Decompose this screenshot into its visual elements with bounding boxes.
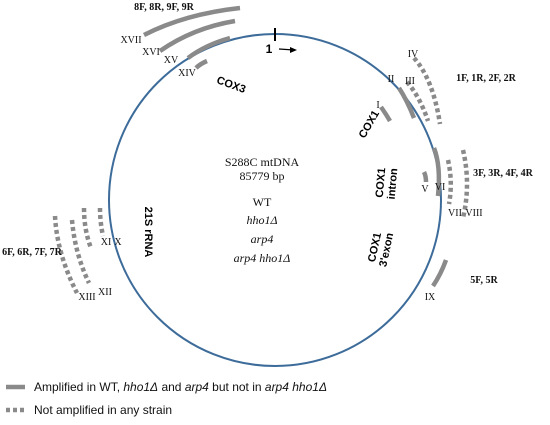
legend-dotted-text: Not amplified in any strain (34, 403, 172, 417)
amplicon-label-xvii: XVII (120, 35, 141, 46)
amplicon-arc-xvii (142, 5, 241, 38)
gene-21s-rrna: 21S rRNA (142, 207, 154, 258)
primer-labels: 8F, 8R, 9F, 9R 1F, 1R, 2F, 2R 3F, 3R, 4F… (2, 2, 534, 286)
gene-cox1-intron: COX1 intron (374, 167, 401, 200)
origin-label: 1 (266, 42, 273, 56)
amplicon-arc-vi (431, 147, 442, 197)
primer-group-right-upper: 1F, 1R, 2F, 2R (456, 73, 517, 84)
amplicon-label-ix: IX (425, 292, 436, 303)
amplicon-arc-xv (186, 35, 231, 60)
legend-solid-strain-2: arp4 (185, 380, 209, 394)
direction-arrow (278, 47, 297, 53)
amplicon-arc-xvi (158, 18, 236, 53)
amplicon-arc-i (379, 105, 392, 123)
amplicon-arc-vii (445, 159, 453, 205)
amplicon-arc-xiii (52, 215, 80, 295)
amplicon-label-iii: III (405, 76, 415, 87)
amplicon-arc-ii (397, 86, 417, 119)
plasmid-name: S288C mtDNA (225, 155, 300, 169)
strain-wt: WT (253, 195, 272, 209)
amplicon-arc-xi (81, 207, 94, 249)
primer-group-right-middle: 3F, 3R, 4F, 4R (473, 168, 534, 179)
amplicon-arc-xiv (194, 58, 208, 70)
primer-group-left: 6F, 6R, 7F, 7R (2, 247, 63, 258)
legend-solid-text: Amplified in WT, hho1Δ and arp4 but not … (34, 380, 327, 394)
gene-cox1-3exon: COX1 3'exon (366, 231, 396, 267)
amplicon-label-ii: II (388, 74, 395, 85)
amplicon-labels: I II III IV V VI VII VIII IX X XI XII XI… (78, 35, 482, 303)
strain-hho1: hho1Δ (246, 213, 277, 227)
legend-solid-strain-3: arp4 hho1Δ (265, 380, 327, 394)
amplicon-arcs (52, 5, 470, 295)
amplicon-label-vi: VI (435, 182, 446, 193)
center-info: S288C mtDNA 85779 bp WT hho1Δ arp4 arp4 … (225, 155, 300, 265)
amplicon-label-xvi: XVI (142, 47, 160, 58)
amplicon-arc-x (97, 207, 106, 237)
amplicon-arc-ix (431, 259, 449, 288)
amplicon-label-xv: XV (164, 55, 179, 66)
amplicon-arc-v (421, 170, 429, 183)
amplicon-arc-iii (405, 80, 431, 122)
amplicon-label-iv: IV (408, 49, 419, 60)
plasmid-size: 85779 bp (240, 169, 285, 183)
gene-cox3: COX3 (215, 74, 247, 96)
amplicon-label-viii: VIII (465, 208, 482, 219)
amplicon-label-v: V (421, 184, 429, 195)
amplicon-label-xii: XII (98, 287, 112, 298)
legend-solid-suffix: but not in (209, 380, 265, 394)
legend: Amplified in WT, hho1Δ and arp4 but not … (6, 380, 327, 417)
gene-cox1: COX1 (357, 109, 382, 141)
amplicon-label-i: I (376, 100, 379, 111)
legend-solid-mid: and (158, 380, 185, 394)
amplicon-label-xiv: XIV (178, 68, 197, 79)
strain-arp4: arp4 (251, 232, 274, 246)
legend-solid-prefix: Amplified in WT, (34, 380, 123, 394)
legend-solid-strain-1: hho1Δ (123, 380, 158, 394)
strain-arp4-hho1: arp4 hho1Δ (234, 251, 291, 265)
primer-group-top: 8F, 8R, 9F, 9R (134, 2, 195, 13)
amplicon-label-vii: VII (448, 208, 462, 219)
primer-group-right-lower: 5F, 5R (470, 275, 498, 286)
amplicon-label-x: X (114, 237, 122, 248)
gene-cox1-intron-sublabel: intron (386, 167, 401, 199)
amplicon-label-xi: XI (101, 237, 112, 248)
amplicon-arc-xii (69, 219, 92, 284)
gene-cox1-intron-label: COX1 (374, 167, 389, 198)
amplicon-label-xiii: XIII (78, 292, 95, 303)
amplicon-arc-iv (412, 56, 443, 125)
